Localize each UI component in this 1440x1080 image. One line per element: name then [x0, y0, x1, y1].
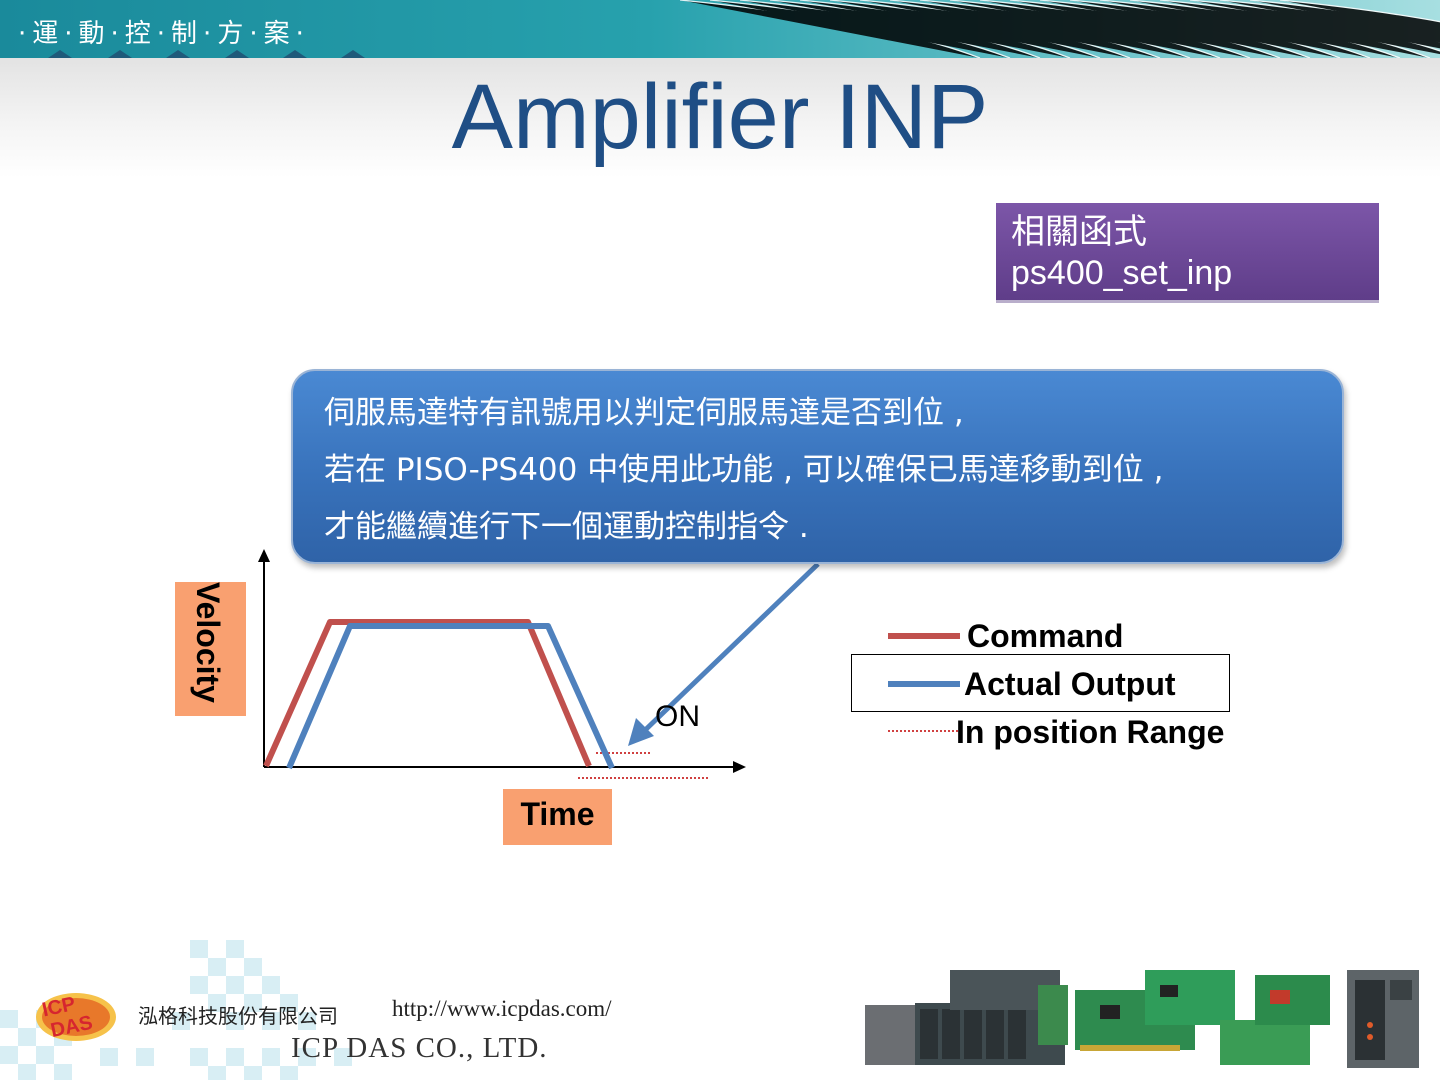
- callout-line-2: 若在 PISO-PS400 中使用此功能 , 可以確保已馬達移動到位 ,: [324, 442, 1342, 499]
- legend-label-actual-output: Actual Output: [964, 666, 1176, 703]
- din-module-image: [1347, 970, 1419, 1068]
- product-images: [860, 965, 1430, 1075]
- y-axis-arrow: [258, 549, 270, 562]
- pci-card-images: [1075, 970, 1330, 1065]
- company-name-english: ICP DAS CO., LTD.: [291, 1032, 548, 1065]
- company-name-chinese: 泓格科技股份有限公司: [138, 1000, 338, 1029]
- company-url[interactable]: http://www.icpdas.com/: [392, 996, 612, 1022]
- description-callout: 伺服馬達特有訊號用以判定伺服馬達是否到位 , 若在 PISO-PS400 中使用…: [291, 369, 1344, 564]
- callout-line-1: 伺服馬達特有訊號用以判定伺服馬達是否到位 ,: [324, 385, 1342, 442]
- x-axis-label: Time: [503, 796, 612, 833]
- legend-label-command: Command: [967, 618, 1123, 655]
- on-annotation: ON: [655, 700, 700, 734]
- y-axis-label: Velocity: [188, 582, 228, 703]
- legend-label-in-position-range: In position Range: [956, 714, 1224, 751]
- command-curve: [266, 622, 589, 766]
- callout-line-3: 才能繼續進行下一個運動控制指令 .: [324, 499, 1342, 556]
- controller-rack-image: [865, 970, 1068, 1065]
- x-axis-arrow: [733, 761, 746, 773]
- icpdas-logo: ICP DAS: [30, 985, 118, 1045]
- actual-output-curve: [289, 626, 612, 768]
